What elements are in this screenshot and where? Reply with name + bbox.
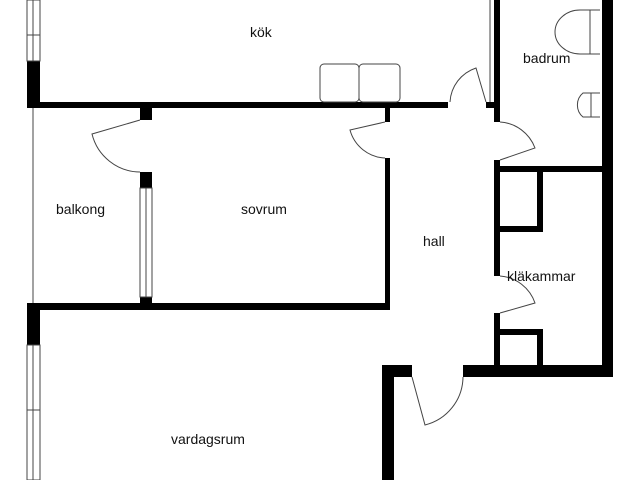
wall [140,172,152,188]
room-label-hall: hall [423,233,445,249]
door-kok[interactable] [449,67,487,103]
wall [382,365,394,480]
room-label-vardagsrum: vardagsrum [171,431,245,447]
wall [140,108,152,120]
room-label-sovrum: sovrum [241,201,287,217]
appliance-icon [358,63,401,103]
door-entrance[interactable] [411,376,464,426]
room-label-kladkammar: kläkammar [507,268,576,284]
door-badrum[interactable] [499,121,536,161]
wall [494,0,500,122]
wall [27,102,448,108]
wall [27,61,40,108]
wall [537,172,543,232]
walls [27,0,613,480]
wall [486,102,500,108]
wall [140,297,152,307]
wall [463,365,613,377]
wall [27,303,390,310]
door-sovrum[interactable] [349,121,386,159]
wall [494,313,500,373]
wall [500,329,543,335]
wall [494,160,500,276]
wall [385,158,390,310]
room-label-badrum: badrum [523,50,571,66]
wall [27,303,40,345]
room-label-balkong: balkong [56,201,106,217]
door-kladkammar[interactable] [499,275,536,314]
room-label-kok: kök [250,24,272,40]
wall [385,108,390,122]
wall [537,329,543,369]
wall [602,0,613,377]
wall [500,226,543,232]
wall [500,166,602,172]
sink-icon [554,9,600,55]
toilet-icon [576,92,600,118]
thin-lines [26,0,600,480]
door-balkong[interactable] [91,119,141,173]
appliance-icon [319,63,360,103]
